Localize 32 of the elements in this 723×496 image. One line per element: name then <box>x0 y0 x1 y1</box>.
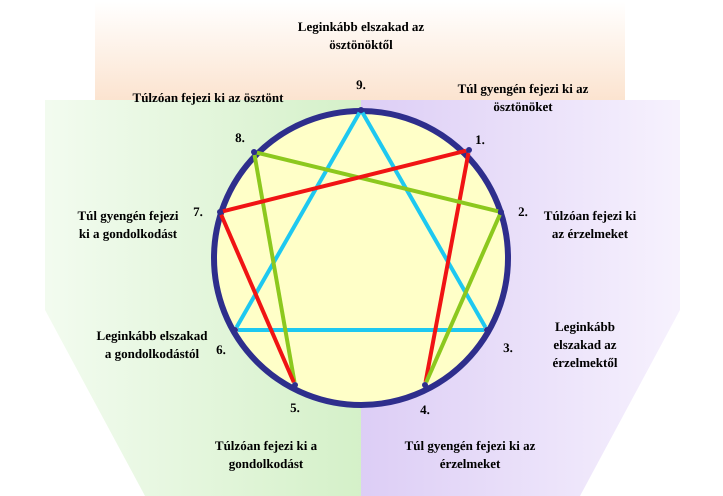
type-description: Túlzóan fejezi ki az ösztönt <box>132 89 284 107</box>
point-number: 1. <box>475 131 485 149</box>
vertex-point <box>217 209 223 215</box>
point-number: 2. <box>518 203 528 221</box>
point-number: 9. <box>356 76 366 94</box>
vertex-point <box>498 209 504 215</box>
type-description: Leginkább elszakad a gondolkodástól <box>96 327 208 363</box>
connecting-line <box>234 112 362 328</box>
vertex-point <box>484 327 490 333</box>
point-number: 3. <box>503 339 513 357</box>
connecting-line <box>219 214 296 384</box>
point-number: 7. <box>193 203 203 221</box>
connecting-line <box>222 148 467 214</box>
type-description: Túlzóan fejezi ki az érzelmeket <box>542 207 638 243</box>
connecting-line <box>238 328 484 332</box>
connecting-line <box>424 214 502 384</box>
connecting-line <box>360 112 488 328</box>
type-description: Túlzóan fejezi ki a gondolkodást <box>214 437 318 473</box>
vertex-point <box>232 327 238 333</box>
point-number: 8. <box>235 129 245 147</box>
connecting-line <box>256 150 499 214</box>
type-description: Leginkább elszakad az érzelmektől <box>552 318 618 372</box>
point-number: 4. <box>420 401 430 419</box>
type-description: Túl gyengén fejezi ki az érzelmeket <box>404 437 536 473</box>
point-number: 6. <box>216 341 226 359</box>
type-description: Túl gyengén fejezi ki az ösztönöket <box>456 80 590 116</box>
type-description: Túl gyengén fejezi ki a gondolkodást <box>76 207 180 243</box>
connecting-line <box>252 154 296 382</box>
vertex-point <box>422 382 428 388</box>
point-number: 5. <box>290 399 300 417</box>
connecting-line <box>424 152 470 382</box>
type-description: Leginkább elszakad az ösztönöktől <box>296 18 426 54</box>
